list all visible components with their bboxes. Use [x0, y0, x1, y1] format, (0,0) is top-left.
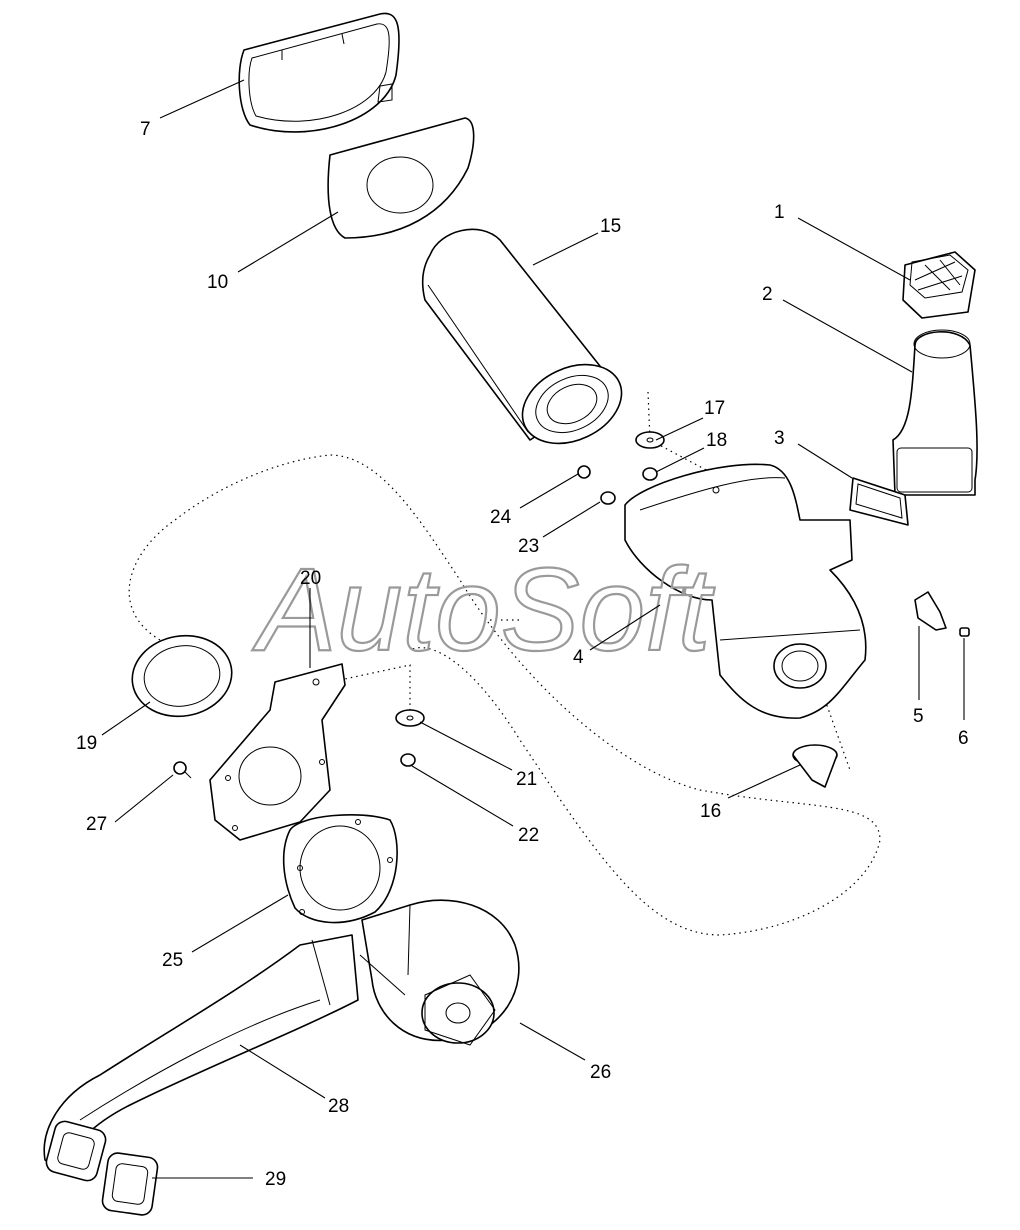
part-29-seal — [101, 1152, 159, 1216]
callout-23: 23 — [518, 536, 539, 557]
callout-4: 4 — [573, 647, 584, 668]
callout-27: 27 — [86, 814, 107, 835]
part-27-bolt — [173, 761, 192, 779]
part-15-filter-element — [422, 228, 623, 445]
part-17-washer — [635, 431, 665, 449]
part-16-valve — [792, 744, 838, 788]
part-2-intake-tube — [892, 329, 978, 496]
guide-16 — [824, 699, 851, 771]
part-25-mount-gasket — [282, 814, 398, 924]
assembly-outline — [128, 454, 881, 936]
callout-2: 2 — [762, 284, 773, 305]
callout-16: 16 — [700, 801, 721, 822]
part-7-cover — [238, 12, 400, 133]
callout-25: 25 — [162, 950, 183, 971]
callout-29: 29 — [265, 1169, 286, 1190]
callout-24: 24 — [490, 507, 512, 528]
callout-17: 17 — [704, 398, 725, 419]
callout-10: 10 — [207, 272, 228, 293]
callout-22: 22 — [518, 825, 539, 846]
callout-5: 5 — [913, 706, 924, 727]
callout-26: 26 — [590, 1062, 611, 1083]
part-10-gasket — [327, 117, 475, 239]
part-22-nut — [400, 753, 416, 767]
part-18-nut — [642, 467, 658, 481]
callout-3: 3 — [774, 428, 785, 449]
part-23-washer — [600, 491, 616, 505]
callout-18: 18 — [706, 430, 727, 451]
leader-lines — [101, 79, 965, 1179]
part-5-sensor — [914, 591, 947, 631]
callout-1: 1 — [774, 202, 785, 223]
guide-20 — [339, 664, 411, 715]
part-24-nut — [577, 465, 591, 479]
part-21-washer — [395, 709, 425, 727]
watermark: AutoSoft — [252, 544, 715, 676]
callout-7: 7 — [140, 119, 151, 140]
callout-labels: 1 2 3 4 5 6 7 10 15 16 17 18 19 20 21 22… — [76, 119, 969, 1190]
callout-20: 20 — [300, 568, 321, 589]
part-28-duct — [43, 934, 359, 1182]
part-20-bracket — [209, 663, 346, 841]
part-6-plug — [959, 627, 970, 637]
part-3-sleeve — [849, 477, 909, 526]
part-26-blower — [359, 899, 520, 1046]
callout-15: 15 — [600, 216, 621, 237]
callout-6: 6 — [958, 728, 969, 749]
callout-28: 28 — [328, 1096, 349, 1117]
part-1-cap — [902, 251, 976, 319]
part-4-housing — [624, 463, 867, 719]
callout-19: 19 — [76, 733, 97, 754]
part-19-ring-gasket — [131, 634, 233, 718]
callout-21: 21 — [516, 769, 537, 790]
